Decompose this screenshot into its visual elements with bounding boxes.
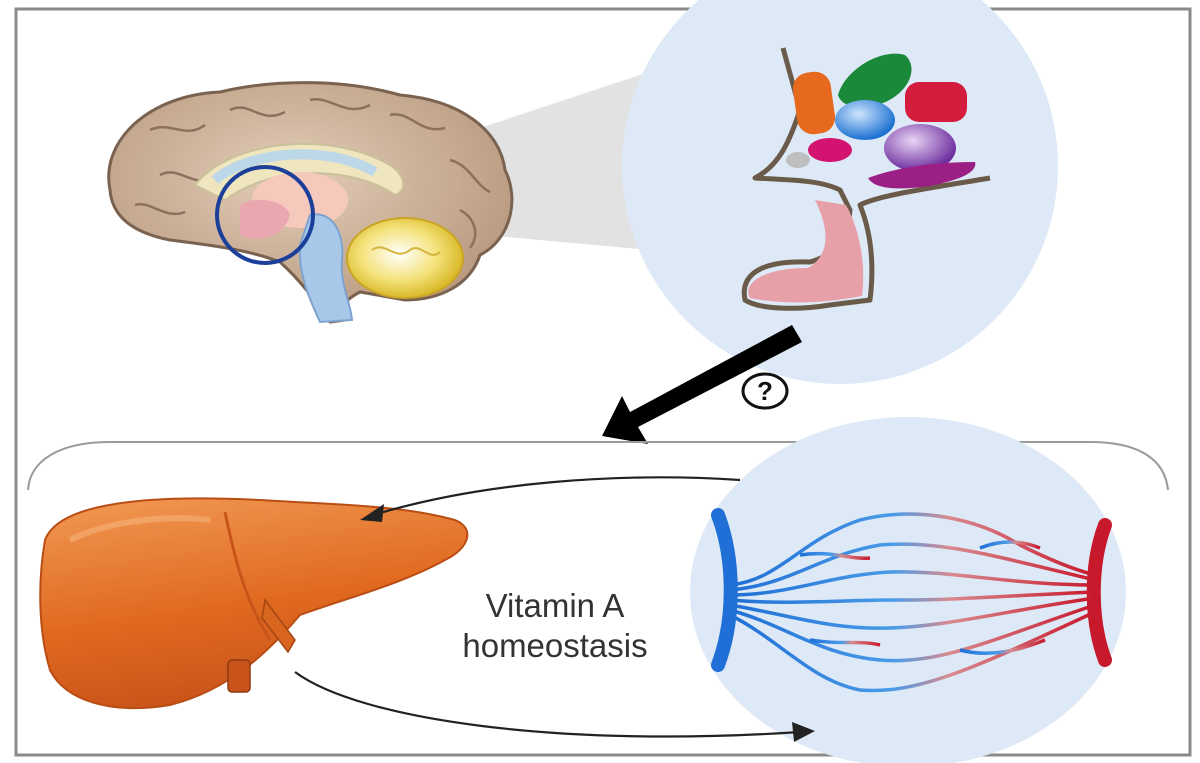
pituitary-cells-icon	[622, 0, 1058, 384]
regulation-arrow	[602, 325, 802, 444]
liver-panel-frame	[27, 441, 1169, 491]
transport-arrows	[294, 476, 801, 738]
hypothalamus-highlight	[215, 165, 315, 265]
arrowhead-to-liver	[360, 504, 384, 522]
label-line-2: homeostasis	[462, 627, 648, 664]
arrowhead-to-vessels	[792, 722, 815, 742]
blood-vessels-icon	[690, 417, 1126, 763]
question-icon	[741, 372, 789, 410]
vitamin-a-homeostasis-label: Vitamin A homeostasis	[430, 586, 680, 666]
brain-icon	[107, 81, 514, 324]
label-line-1: Vitamin A	[485, 587, 625, 624]
question-mark-label: ?	[757, 376, 773, 406]
liver-icon	[39, 497, 469, 709]
